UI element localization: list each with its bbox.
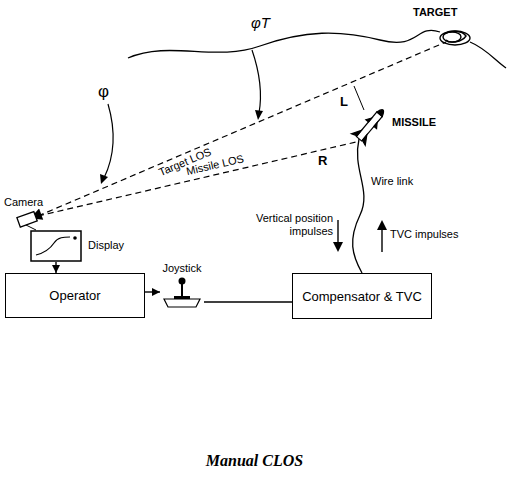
connector xyxy=(204,301,292,302)
node-label: Operator xyxy=(49,288,100,303)
camera-cable xyxy=(26,225,36,230)
text-label: φT xyxy=(250,14,271,31)
text-label: MISSILE xyxy=(391,116,437,129)
process-box: Compensator & TVC xyxy=(292,273,432,319)
arrow-head xyxy=(152,288,160,296)
arrow-head xyxy=(333,242,343,252)
arrow-head xyxy=(255,110,263,120)
angle-arc xyxy=(252,50,260,113)
camera-symbol xyxy=(17,209,44,228)
display-screen: Display xyxy=(30,230,82,262)
arrow-head xyxy=(377,220,387,230)
wire-link xyxy=(353,139,364,273)
joystick-symbol xyxy=(160,275,204,309)
text-label: Wire link xyxy=(370,175,414,188)
terrain-line xyxy=(128,30,440,58)
offset-line xyxy=(354,86,364,110)
figure-caption: Manual CLOS xyxy=(0,452,509,470)
angle-arc xyxy=(104,104,113,178)
target-los xyxy=(38,42,446,216)
signal-arrow xyxy=(381,228,382,252)
terrain-line xyxy=(470,42,506,68)
joystick: Joystick xyxy=(160,262,204,309)
node-label: Compensator & TVC xyxy=(302,289,422,304)
missile-los xyxy=(38,142,356,216)
text-label: TARGET xyxy=(412,6,458,19)
text-label: R xyxy=(317,154,328,169)
text-label: TVC impulses xyxy=(389,228,459,241)
display-symbol xyxy=(30,230,82,262)
arrow-head xyxy=(100,174,108,184)
node-label: Display xyxy=(88,239,124,251)
text-label: φ xyxy=(97,82,110,102)
text-label: Camera xyxy=(3,196,44,209)
process-box: Operator xyxy=(5,273,145,318)
text-label: L xyxy=(339,95,349,110)
signal-arrow xyxy=(337,220,338,244)
missile-symbol xyxy=(351,104,390,145)
arrow-head xyxy=(52,265,60,273)
node-label: Joystick xyxy=(160,262,204,275)
text-label: Vertical position impulses xyxy=(218,212,334,237)
